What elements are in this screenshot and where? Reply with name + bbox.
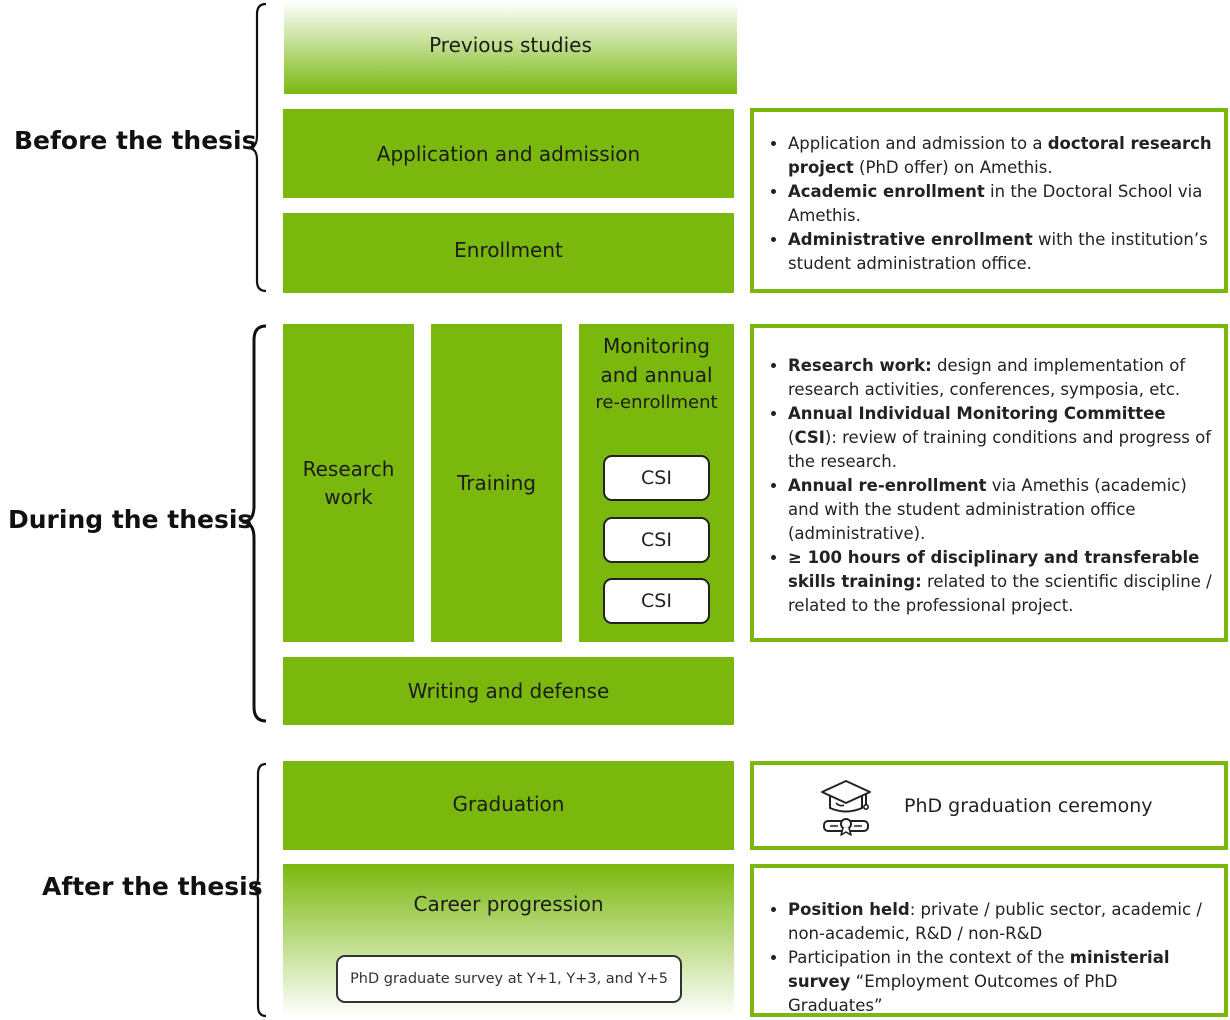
info-box-ceremony: PhD graduation ceremony: [750, 761, 1228, 850]
info-during-list: Research work: design and implementation…: [754, 354, 1214, 618]
bullet-text: Application and admission to a: [788, 134, 1048, 153]
monitoring-label-line1: Monitoring: [603, 334, 710, 358]
bullet-bold-text: Annual Individual Monitoring Committee: [788, 404, 1166, 423]
brace-after: [249, 762, 267, 1018]
csi-box-3: CSI: [603, 578, 710, 624]
csi-box-1: CSI: [603, 455, 710, 501]
info-bullet: Participation in the context of the mini…: [788, 946, 1214, 1018]
bullet-text: in the Doctoral School via Amethis.: [788, 182, 1203, 225]
block-training: Training: [431, 324, 562, 642]
info-bullet: Application and admission to a doctoral …: [788, 132, 1214, 180]
training-label: Training: [457, 471, 536, 495]
bullet-bold-text: ministerial survey: [788, 948, 1170, 991]
block-career-progression: Career progression PhD graduate survey a…: [283, 864, 734, 1017]
block-monitoring: Monitoring and annual re-enrollment CSI …: [579, 324, 734, 642]
bullet-bold-text: Academic enrollment: [788, 182, 985, 201]
graduation-cap-diploma-icon: [821, 780, 871, 836]
info-bullet: ≥ 100 hours of disciplinary and transfer…: [788, 546, 1214, 618]
block-application-admission: Application and admission: [283, 109, 734, 198]
bullet-text: with the institution’s student administr…: [788, 230, 1208, 273]
bullet-text: design and implementation of research ac…: [788, 356, 1186, 399]
graduation-label: Graduation: [452, 791, 565, 816]
block-previous-studies: Previous studies: [284, 2, 737, 94]
bullet-bold-text: Position held: [788, 900, 910, 919]
bullet-text: : private / public sector, academic / no…: [788, 900, 1202, 943]
writing-defense-label: Writing and defense: [407, 679, 610, 703]
info-after-list: Position held: private / public sector, …: [754, 898, 1214, 1018]
application-admission-label: Application and admission: [376, 141, 641, 166]
bullet-text: (: [788, 428, 795, 447]
info-bullet: Research work: design and implementation…: [788, 354, 1214, 402]
csi-box-2: CSI: [603, 517, 710, 563]
bullet-text: “Employment Outcomes of PhD Graduates”: [788, 972, 1118, 1015]
info-bullet: Annual re-enrollment via Amethis (academ…: [788, 474, 1214, 546]
info-bullet: Academic enrollment in the Doctoral Scho…: [788, 180, 1214, 228]
info-box-during: Research work: design and implementation…: [750, 324, 1228, 642]
block-graduation: Graduation: [283, 761, 734, 850]
bullet-text: ): review of training conditions and pro…: [788, 428, 1212, 471]
bullet-text: via Amethis (academic) and with the stud…: [788, 476, 1187, 543]
enrollment-label: Enrollment: [454, 238, 563, 262]
monitoring-label-line3: re-enrollment: [595, 392, 718, 413]
phase-after-label: After the thesis: [42, 872, 263, 901]
info-box-before: Application and admission to a doctoral …: [750, 108, 1228, 293]
bullet-text: related to the scientific discipline / r…: [788, 572, 1212, 615]
bullet-bold-text: Annual re-enrollment: [788, 476, 987, 495]
info-bullet: Administrative enrollment with the insti…: [788, 228, 1214, 276]
bullet-text: Participation in the context of the: [788, 948, 1070, 967]
bullet-text: (PhD offer) on Amethis.: [853, 158, 1053, 177]
previous-studies-label: Previous studies: [429, 33, 592, 57]
survey-box: PhD graduate survey at Y+1, Y+3, and Y+5: [336, 955, 682, 1003]
phase-during-label: During the thesis: [8, 505, 253, 534]
info-bullet: Position held: private / public sector, …: [788, 898, 1214, 946]
monitoring-title: Monitoring and annual re-enrollment: [579, 332, 734, 416]
block-writing-defense: Writing and defense: [283, 657, 734, 725]
research-work-label-line2: work: [324, 485, 373, 509]
phase-braces: [241, 2, 267, 1018]
block-enrollment: Enrollment: [283, 213, 734, 293]
ceremony-label: PhD graduation ceremony: [904, 795, 1153, 817]
block-research-work: Research work: [283, 324, 414, 642]
info-before-list: Application and admission to a doctoral …: [754, 132, 1214, 276]
brace-during: [241, 324, 267, 723]
career-progression-label: Career progression: [413, 892, 604, 916]
info-bullet: Annual Individual Monitoring Committee (…: [788, 402, 1214, 474]
phase-before-label: Before the thesis: [14, 126, 257, 155]
bullet-bold-text: Administrative enrollment: [788, 230, 1033, 249]
bullet-bold-text: Research work:: [788, 356, 932, 375]
research-work-label-line1: Research: [302, 457, 395, 481]
monitoring-label-line2: and annual: [600, 363, 713, 387]
bullet-bold-text: CSI: [794, 428, 825, 447]
info-box-after: Position held: private / public sector, …: [750, 864, 1228, 1017]
bullet-bold-text: ≥ 100 hours of disciplinary and transfer…: [788, 548, 1200, 591]
bullet-bold-text: doctoral research project: [788, 134, 1212, 177]
brace-before: [247, 2, 267, 293]
